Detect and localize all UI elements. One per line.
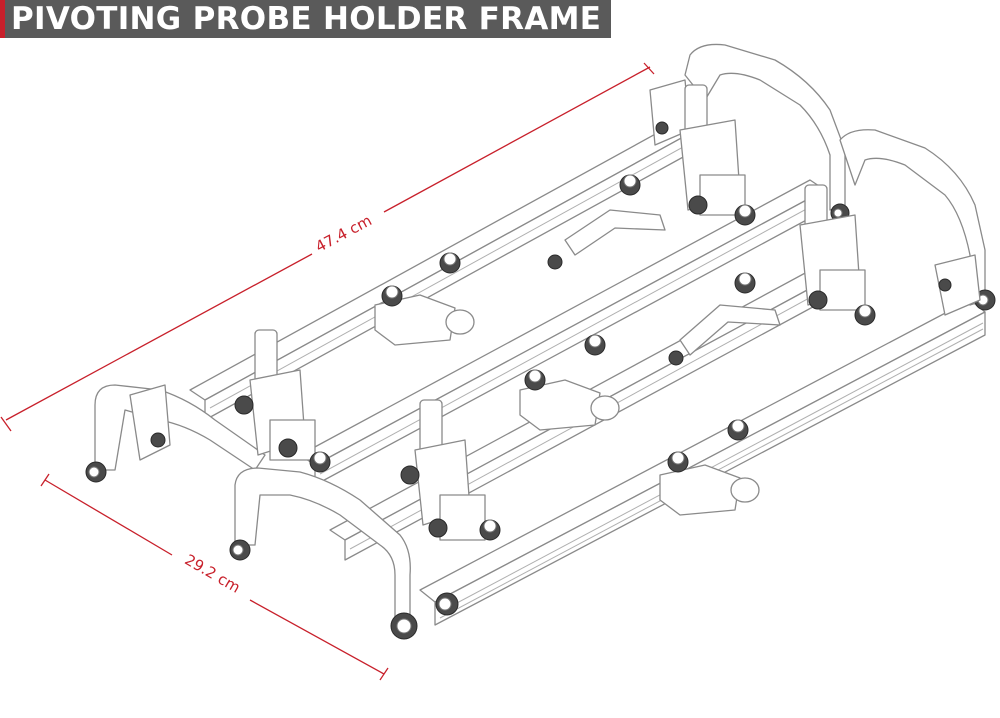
probe-holder-1 [234, 329, 331, 473]
length-dimension-line-left [5, 253, 313, 421]
probe-holder-3 [679, 84, 756, 226]
length-dimension-line-right [383, 66, 651, 213]
pivot-arm-1 [547, 174, 666, 270]
rail-clamp-3 [659, 419, 760, 516]
rail-clamp-1 [374, 252, 475, 346]
title-banner: PIVOTING PROBE HOLDER FRAME [0, 0, 612, 38]
title-accent-stripe [0, 0, 5, 38]
probe-holder-4 [799, 184, 876, 326]
length-label: 47.4 cm [312, 211, 374, 256]
probe-holder-2 [400, 399, 501, 541]
pivot-arm-2 [668, 272, 781, 366]
width-tick-right [379, 667, 389, 681]
corner-bracket-back-left [129, 384, 171, 461]
width-tick-left [40, 473, 50, 487]
rail-clamp-2 [519, 334, 620, 431]
width-dimension-line-left [44, 479, 173, 556]
page-title: PIVOTING PROBE HOLDER FRAME [11, 1, 602, 37]
length-dimension: 47.4 cm [0, 62, 655, 432]
length-tick-left [0, 416, 12, 432]
rail-end-knob [435, 592, 459, 616]
width-dimension-line-right [249, 599, 385, 675]
handle-rear-right [229, 467, 418, 640]
length-tick-right [643, 62, 655, 75]
corner-bracket-front-right [934, 254, 981, 316]
